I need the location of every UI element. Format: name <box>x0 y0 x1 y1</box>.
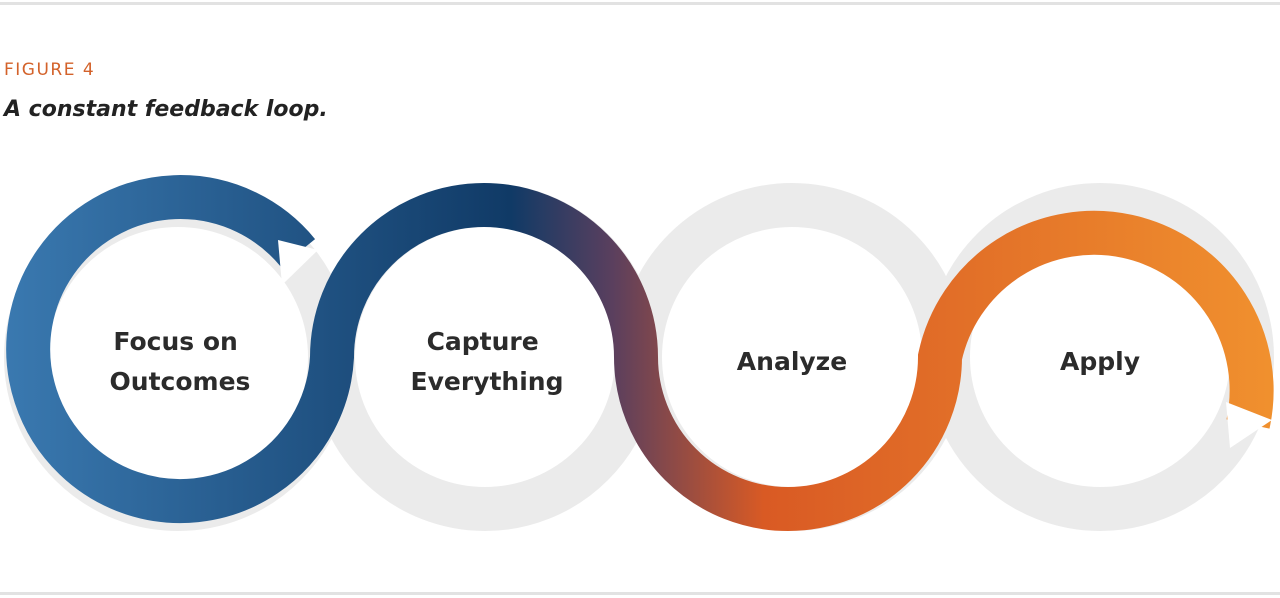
figure-title: A constant feedback loop. <box>4 97 328 122</box>
arrow-notch-end <box>1226 402 1272 448</box>
feedback-wave-path <box>6 175 1274 531</box>
stage-1-line-1: Focus on <box>113 327 237 356</box>
stage-label-focus-on-outcomes: Focus on Outcomes <box>110 327 251 396</box>
stage-2-line-1: Capture <box>427 327 539 356</box>
feedback-loop-diagram: Focus on Outcomes Capture Everything Ana… <box>4 175 1274 531</box>
arrow-notch-start <box>278 240 318 285</box>
stage-4-line-1: Apply <box>1060 347 1140 376</box>
top-divider <box>0 2 1280 5</box>
bottom-divider <box>0 592 1280 595</box>
stage-3-line-1: Analyze <box>737 347 847 376</box>
stage-label-capture-everything: Capture Everything <box>411 327 564 396</box>
stage-label-apply: Apply <box>1060 347 1140 376</box>
stage-2-line-2: Everything <box>411 367 564 396</box>
figure-number: FIGURE 4 <box>4 60 96 80</box>
stage-1-line-2: Outcomes <box>110 367 251 396</box>
stage-label-analyze: Analyze <box>737 347 847 376</box>
